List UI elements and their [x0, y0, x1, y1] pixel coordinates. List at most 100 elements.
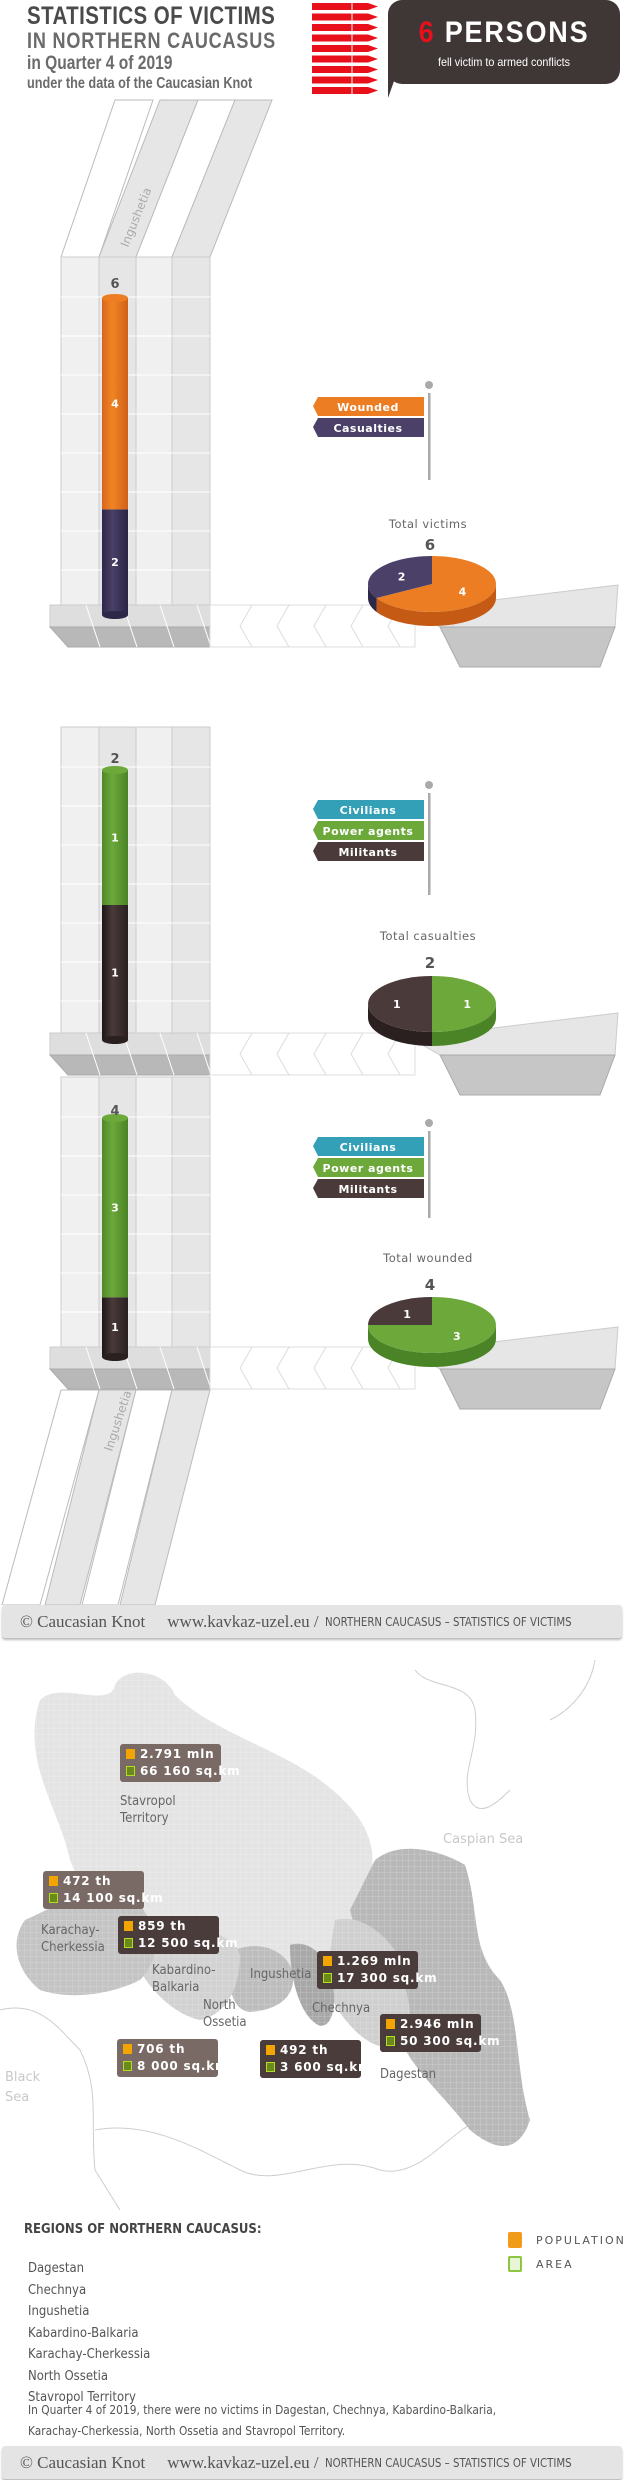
legend-population: POPULATION [508, 2232, 624, 2248]
pie-value-label: 2 [398, 570, 406, 583]
wall-platform [49, 1346, 211, 1370]
population-value: 2.791 mln [140, 1747, 215, 1761]
pie-platform-side [439, 1054, 616, 1096]
platform-line [196, 1032, 212, 1076]
flag-pole [428, 793, 431, 895]
wall-column [60, 726, 100, 1034]
persons-caption: fell victim to armed conflicts [437, 55, 571, 69]
area-icon [508, 2256, 522, 2272]
title-line-4: under the data of the Caucasian Knot [27, 75, 253, 92]
footer-top: © Caucasian Knot www.kavkaz-uzel.eu / NO… [2, 1605, 622, 1638]
legend-label: Power agents [323, 1162, 414, 1175]
pie-side-militants [368, 1004, 432, 1046]
bullet-icon [312, 87, 368, 94]
legend-label: Civilians [340, 1141, 397, 1154]
pie-total: 6 [425, 536, 435, 554]
map-label-line2: Cherkessia [41, 1940, 105, 1955]
bar-bottom [102, 611, 128, 619]
platform-line [85, 1346, 101, 1390]
map-label-line1: Karachay- [41, 1923, 100, 1938]
area-icon [386, 2036, 395, 2046]
bar-segment-wounded [102, 298, 128, 510]
bar-total-label: 4 [110, 1104, 119, 1119]
bar-value-label: 1 [111, 832, 119, 845]
map-label-line1: Dagestan [380, 2067, 437, 2082]
victims-chart: Ingushetia Ingushetia 246WoundedCasualti… [1, 99, 619, 1605]
population-row: 2.791 mln [126, 1746, 215, 1763]
population-icon [123, 2044, 132, 2054]
legend-label: Civilians [340, 804, 397, 817]
wall-column [171, 726, 211, 1034]
footer-copyright: © Caucasian Knot [20, 1611, 146, 1631]
map-label-line1: Stavropol [120, 1794, 176, 1809]
legend-flag-power-agents [313, 1158, 424, 1177]
connector-chevron [350, 1346, 364, 1390]
area-icon [126, 1766, 135, 1776]
platform-line [196, 604, 212, 648]
bar-segment-power-agents [102, 770, 128, 905]
bar-bottom [102, 1036, 128, 1044]
map-label-chechnya: Chechnya [312, 2000, 370, 2017]
area-icon [124, 1938, 133, 1948]
black-sea-line2: Sea [5, 2090, 30, 2105]
bullet-icon [312, 76, 368, 84]
region-list-item: Kabardino-Balkaria [28, 2325, 139, 2341]
map-label-line1: Kabardino- [152, 1963, 216, 1978]
region-list-item: Stavropol Territory [28, 2390, 136, 2405]
bar-value-label: 3 [111, 1202, 119, 1215]
bar-bottom [102, 1353, 128, 1361]
map-label-dagestan: Dagestan [380, 2066, 436, 2083]
population-icon [266, 2045, 275, 2055]
persons-bubble [388, 0, 620, 84]
bullet-icon [312, 24, 368, 31]
region-stripes-top: Ingushetia [60, 99, 273, 258]
connector-chevron [239, 604, 253, 648]
legend-flag-wounded [313, 397, 424, 416]
connector-chevron [276, 1032, 290, 1076]
legend-flag-civilians [313, 1137, 424, 1156]
wall-platform [49, 604, 211, 628]
population-icon [508, 2232, 522, 2248]
wall-column [60, 1076, 100, 1348]
footer-bottom: © Caucasian Knot www.kavkaz-uzel.eu / NO… [2, 2446, 622, 2479]
footer-copyright: © Caucasian Knot [20, 2452, 146, 2472]
population-icon [126, 1749, 135, 1759]
bar-segment-militants [102, 1297, 128, 1357]
flag-pole-knob [425, 381, 433, 389]
bar-segment-casualties [102, 509, 128, 615]
bullet-icon [312, 13, 368, 21]
regions-heading: REGIONS OF NORTHERN CAUCASUS: [24, 2222, 262, 2237]
legend-flag-civilians [313, 800, 424, 819]
no-victims-note: In Quarter 4 of 2019, there were no vict… [28, 2399, 572, 2441]
legend-label: Militants [338, 846, 397, 859]
population-icon [49, 1876, 58, 1886]
bullet-tip-icon [368, 34, 378, 42]
population-row: 859 th [124, 1918, 213, 1935]
bubble-tail [388, 70, 398, 98]
area-icon [323, 1973, 332, 1983]
pie-slice-militants [368, 976, 432, 1032]
bar-value-label: 1 [111, 967, 119, 980]
persons-label: PERSONS [444, 16, 590, 49]
legend-flag-militants [313, 1179, 424, 1198]
pie-slice-power-agents [432, 976, 496, 1032]
area-icon [49, 1893, 58, 1903]
region-list-item: North Ossetia [28, 2368, 109, 2384]
pie-value-label: 1 [393, 998, 401, 1011]
bar-top [102, 1114, 128, 1122]
population-row: 492 th [266, 2042, 355, 2059]
footer-url[interactable]: www.kavkaz-uzel.eu / [167, 2452, 319, 2472]
pie-total: 4 [425, 1276, 435, 1294]
pie-slice-militants [368, 1297, 432, 1325]
footer-url[interactable]: www.kavkaz-uzel.eu / [167, 1611, 319, 1631]
area-icon [266, 2062, 275, 2072]
legend-label: Wounded [337, 401, 399, 414]
connector-chevron [350, 604, 364, 648]
bar-top [102, 294, 128, 302]
area-value: 12 500 sq.km [138, 1936, 239, 1950]
